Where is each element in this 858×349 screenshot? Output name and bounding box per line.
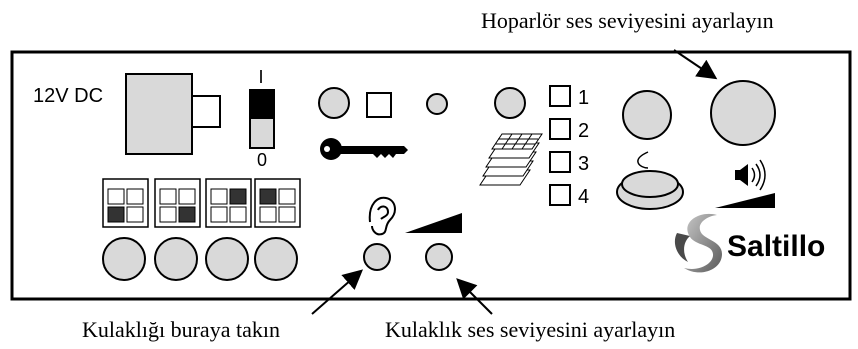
channel-select-button[interactable]	[494, 87, 526, 119]
channel-4-box[interactable]	[549, 184, 571, 206]
power-jack[interactable]	[125, 73, 193, 155]
switch-off-label: 0	[257, 150, 267, 170]
grid-stack-icon	[479, 133, 543, 186]
selection-button-3[interactable]	[205, 237, 249, 281]
power-switch[interactable]	[249, 89, 275, 149]
earphone-volume-callout: Kulaklık ses seviyesini ayarlayın	[385, 317, 675, 342]
earphone-volume-knob[interactable]	[425, 243, 453, 271]
channel-3-label: 3	[578, 153, 589, 175]
small-indicator-light	[426, 93, 448, 115]
power-label: 12V DC	[33, 85, 103, 107]
earphone-volume-arrow	[456, 278, 493, 315]
selection-button-2[interactable]	[154, 237, 198, 281]
selection-card-4	[254, 178, 301, 228]
power-jack-tab	[191, 95, 221, 128]
channel-1-label: 1	[578, 87, 589, 109]
speaker-icon	[735, 159, 766, 191]
key-indicator-square	[366, 92, 392, 118]
selection-card-2	[154, 178, 201, 228]
channel-2-label: 2	[578, 120, 589, 142]
channel-1-box[interactable]	[549, 85, 571, 107]
key-button[interactable]	[318, 87, 350, 119]
earphone-jack-arrow	[311, 269, 364, 315]
earphone-jack[interactable]	[363, 243, 391, 271]
key-icon	[320, 138, 408, 160]
channel-4-label: 4	[578, 186, 589, 208]
selection-card-1	[102, 178, 149, 228]
switch-on-label: I	[258, 67, 263, 87]
speaker-volume-callout: Hoparlör ses seviyesini ayarlayın	[481, 8, 774, 33]
saltillo-logo: Saltillo	[674, 213, 825, 273]
speaker-volume-arrow	[673, 49, 718, 80]
earphone-volume-ramp	[405, 213, 462, 233]
selection-button-1[interactable]	[102, 237, 146, 281]
speaker-volume-ramp	[715, 193, 775, 208]
switch-jack[interactable]	[622, 90, 672, 140]
selection-button-4[interactable]	[254, 237, 298, 281]
mouse-switch-icon	[616, 151, 684, 210]
channel-3-box[interactable]	[549, 151, 571, 173]
channel-2-box[interactable]	[549, 118, 571, 140]
brand-name: Saltillo	[727, 230, 825, 263]
selection-card-3	[205, 178, 252, 228]
speaker-volume-knob[interactable]	[710, 80, 776, 146]
earphone-jack-callout: Kulaklığı buraya takın	[82, 317, 280, 342]
ear-icon	[368, 196, 396, 236]
channel-list: 1 2 3 4	[549, 85, 589, 208]
